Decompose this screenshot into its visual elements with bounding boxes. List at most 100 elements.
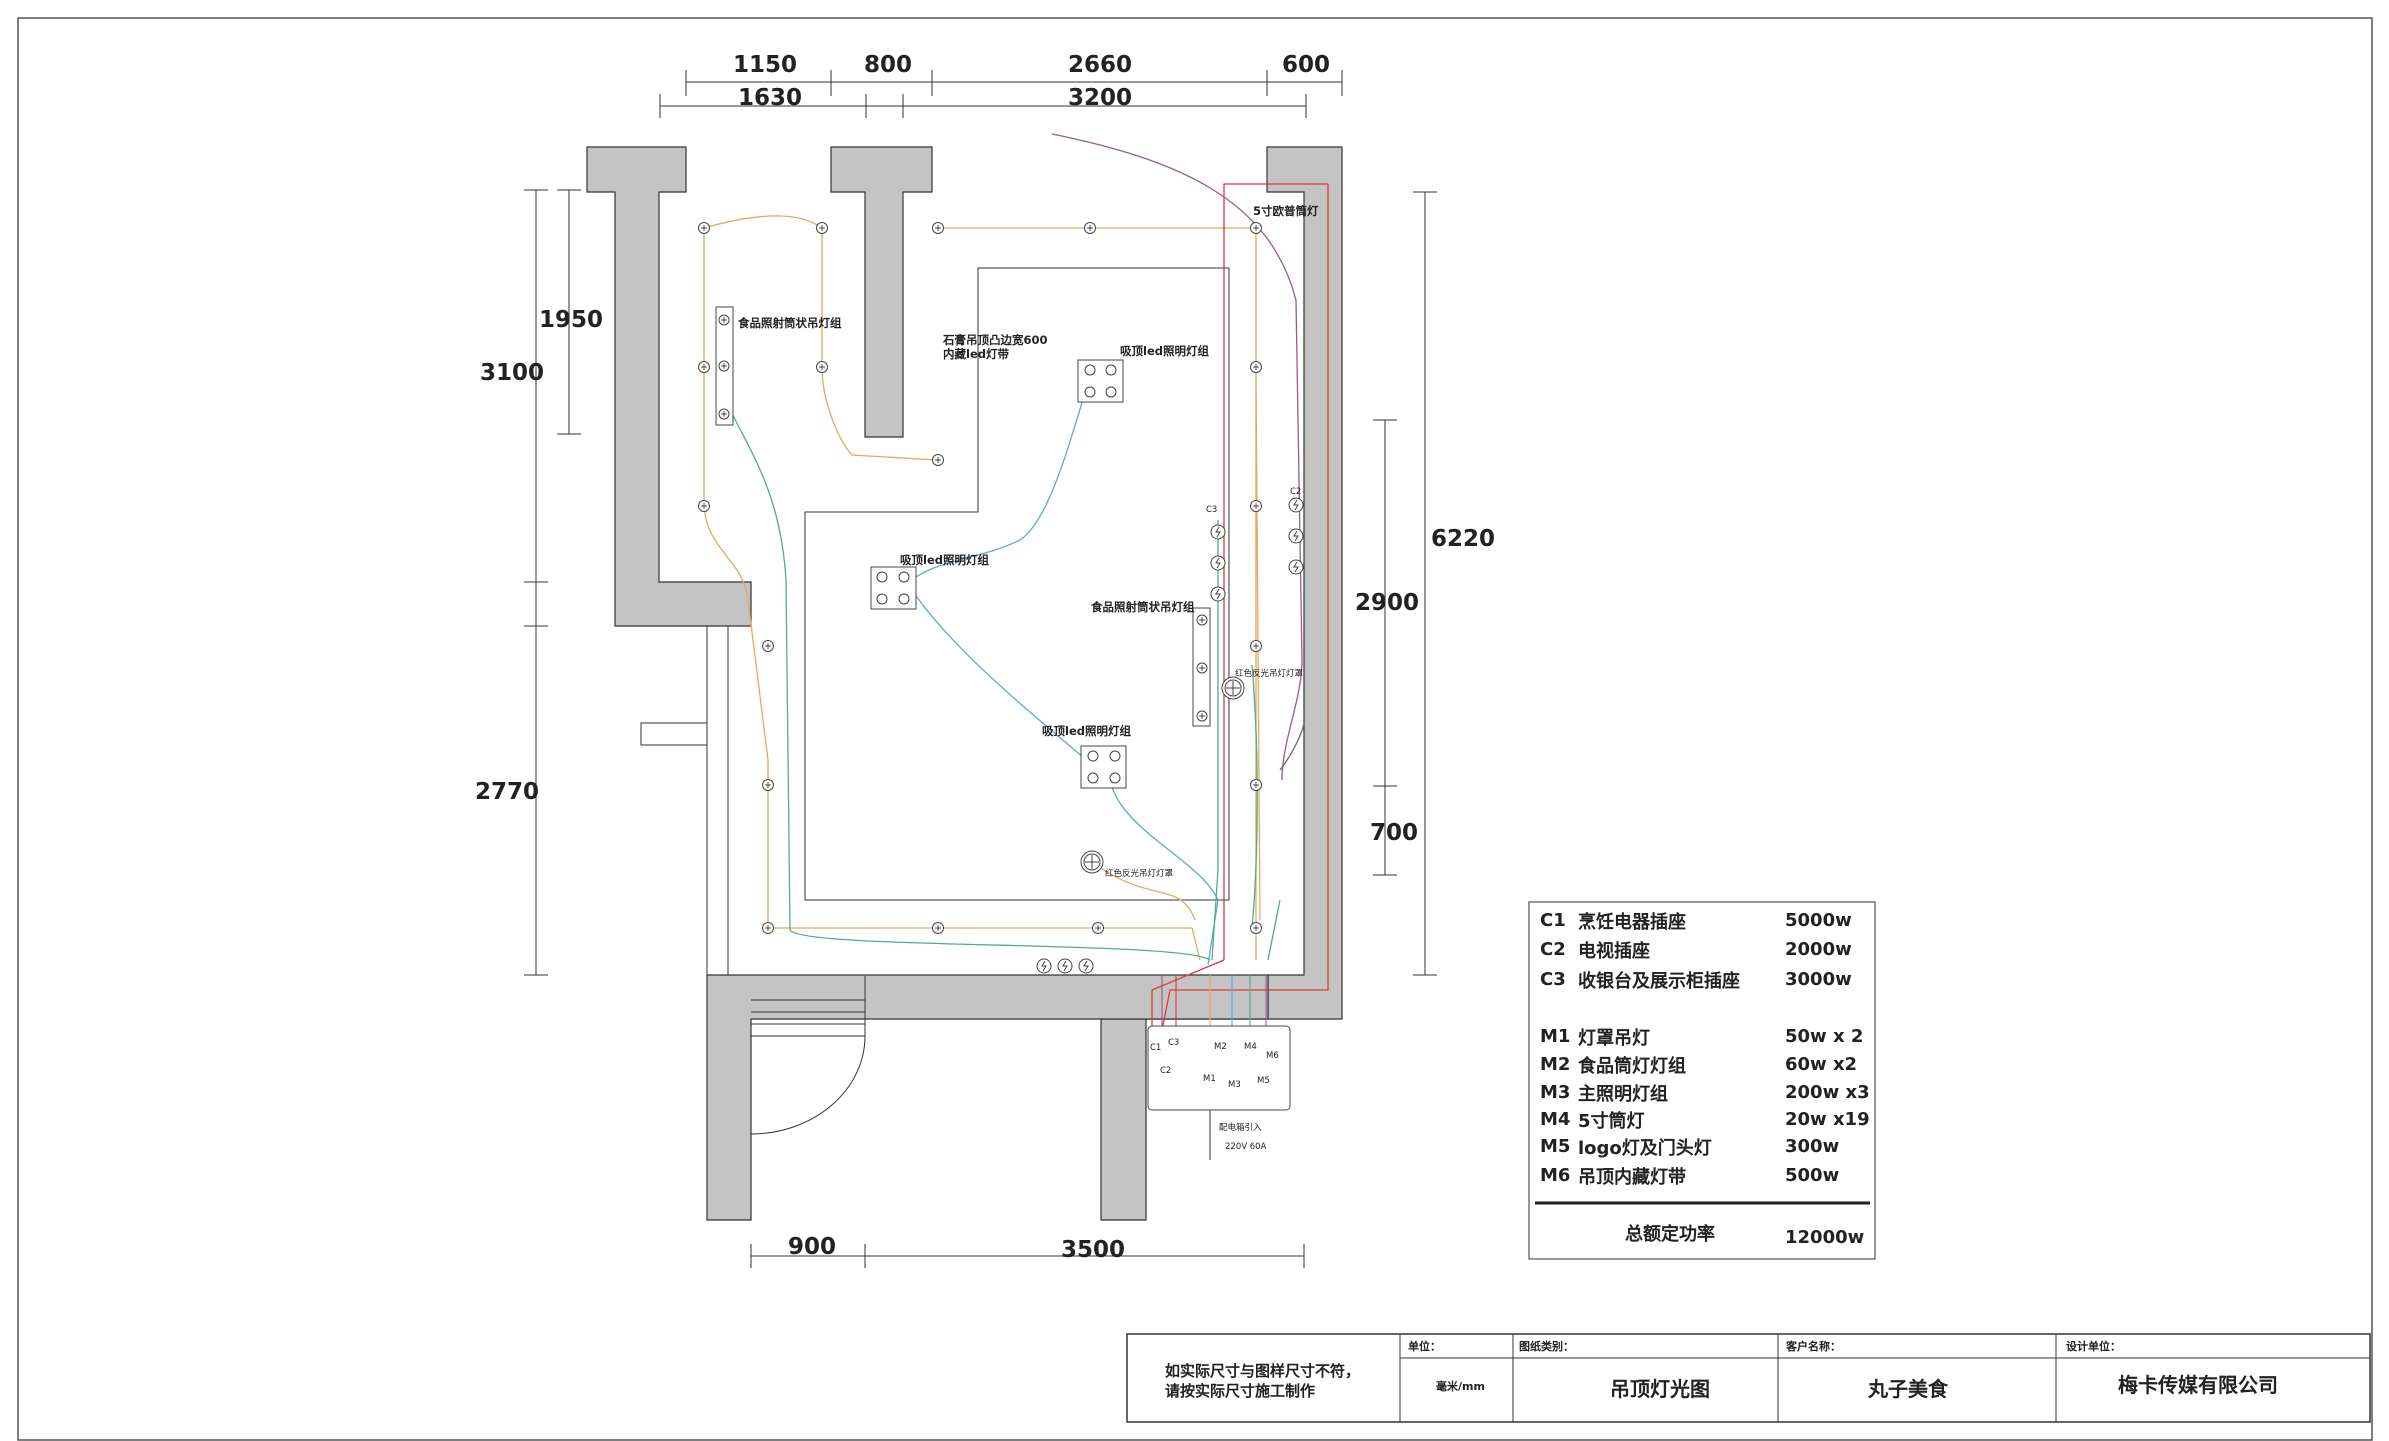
tb-designer-value: 梅卡传媒有限公司 bbox=[2118, 1373, 2278, 1397]
legend-name-m5: logo灯及门头灯 bbox=[1578, 1137, 1712, 1159]
legend-power-m4: 20w x19 bbox=[1785, 1109, 1870, 1130]
downlight bbox=[1250, 779, 1262, 791]
dim-left-3100: 3100 bbox=[480, 360, 544, 386]
label-power-spec: 220V 60A bbox=[1225, 1142, 1267, 1152]
wire-red-1 bbox=[1151, 183, 1329, 1042]
dim-right-6220: 6220 bbox=[1431, 526, 1495, 552]
wire-blue-1 bbox=[907, 379, 1219, 966]
label-ceiling-led-2: 吸顶led照明灯组 bbox=[900, 553, 989, 567]
page-border bbox=[17, 17, 2373, 1441]
legend-power-m3: 200w x3 bbox=[1785, 1082, 1870, 1103]
downlight bbox=[698, 222, 710, 234]
label-c2-tag: C2 bbox=[1290, 487, 1301, 497]
tb-note-line2: 请按实际尺寸施工制作 bbox=[1165, 1382, 1315, 1400]
wire-dark-1 bbox=[1279, 723, 1305, 771]
legend-code-m3: M3 bbox=[1540, 1082, 1570, 1103]
panel-label-m3: M3 bbox=[1228, 1080, 1241, 1090]
dim-bottom-3500: 3500 bbox=[1061, 1237, 1125, 1263]
label-food-group-2: 食品照射筒状吊灯组 bbox=[1091, 600, 1195, 614]
left-opening bbox=[640, 626, 729, 975]
legend-code-m1: M1 bbox=[1540, 1026, 1570, 1047]
ceiling-led-group-2 bbox=[870, 566, 917, 610]
gypsum-ceiling-outline bbox=[804, 267, 1230, 901]
label-red-pendant-1: 红色反光吊灯灯罩 bbox=[1235, 668, 1304, 679]
socket bbox=[1078, 958, 1094, 974]
panel-label-c3: C3 bbox=[1168, 1038, 1179, 1048]
legend-power-c3: 3000w bbox=[1785, 969, 1852, 990]
legend-code-m4: M4 bbox=[1540, 1109, 1570, 1130]
tb-client-header: 客户名称： bbox=[1785, 1339, 1841, 1353]
dim-top-800: 800 bbox=[864, 52, 912, 78]
panel-label-m4: M4 bbox=[1244, 1042, 1257, 1052]
legend-power-m2: 60w x2 bbox=[1785, 1054, 1857, 1075]
legend-name-m2: 食品筒灯灯组 bbox=[1577, 1055, 1686, 1077]
dim-left-2770: 2770 bbox=[475, 779, 539, 805]
panel-label-m5: M5 bbox=[1257, 1076, 1270, 1086]
dim-top-2660: 2660 bbox=[1068, 52, 1132, 78]
downlight bbox=[932, 222, 944, 234]
legend-power-m6: 500w bbox=[1785, 1165, 1839, 1186]
downlight bbox=[698, 361, 710, 373]
tb-client-value: 丸子美食 bbox=[1867, 1377, 1949, 1401]
legend-total-label: 总额定功率 bbox=[1625, 1223, 1715, 1245]
wire-purple-1 bbox=[1051, 133, 1303, 781]
dimension-lines bbox=[524, 70, 1437, 1268]
tb-category-header: 图纸类别： bbox=[1519, 1339, 1574, 1353]
legend-name-m6: 吊顶内藏灯带 bbox=[1578, 1166, 1686, 1188]
red-pendant-1 bbox=[1221, 676, 1245, 700]
socket bbox=[1036, 958, 1052, 974]
sockets bbox=[1036, 497, 1304, 974]
downlight bbox=[762, 779, 774, 791]
legend-power-c2: 2000w bbox=[1785, 939, 1852, 960]
downlight bbox=[816, 222, 828, 234]
socket bbox=[1288, 528, 1304, 544]
label-gypsum-2: 内藏led灯带 bbox=[943, 347, 1009, 361]
downlight bbox=[1250, 361, 1262, 373]
legend-power-m1: 50w x 2 bbox=[1785, 1026, 1863, 1047]
legend-code-m2: M2 bbox=[1540, 1054, 1570, 1075]
label-spot-top: 5寸欧普筒灯 bbox=[1253, 204, 1319, 218]
legend-name-c2: 电视插座 bbox=[1578, 940, 1650, 962]
dim-top-1150: 1150 bbox=[733, 52, 797, 78]
tb-unit-value: 毫米/mm bbox=[1436, 1379, 1485, 1393]
panel-label-m2: M2 bbox=[1214, 1042, 1227, 1052]
panel-label-m1: M1 bbox=[1203, 1074, 1216, 1084]
downlight bbox=[1250, 222, 1262, 234]
label-ceiling-led-3: 吸顶led照明灯组 bbox=[1042, 724, 1131, 738]
downlight bbox=[1084, 222, 1096, 234]
dim-bottom-900: 900 bbox=[788, 1234, 836, 1260]
legend-code-m6: M6 bbox=[1540, 1165, 1570, 1186]
dim-right-700: 700 bbox=[1370, 820, 1418, 846]
legend-code-c2: C2 bbox=[1540, 939, 1566, 960]
dim-right-2900: 2900 bbox=[1355, 590, 1419, 616]
legend-code-c1: C1 bbox=[1540, 910, 1566, 931]
label-red-pendant-2: 红色反光吊灯灯罩 bbox=[1105, 868, 1174, 879]
downlight bbox=[932, 922, 944, 934]
tb-unit-header: 单位： bbox=[1408, 1339, 1441, 1353]
downlight bbox=[1250, 922, 1262, 934]
panel-label-c1: C1 bbox=[1150, 1043, 1161, 1053]
legend-name-c3: 收银台及展示柜插座 bbox=[1578, 970, 1740, 992]
downlights bbox=[698, 222, 1262, 934]
wire-green-2 bbox=[1211, 520, 1281, 961]
wiring bbox=[703, 133, 1329, 1042]
downlight bbox=[698, 500, 710, 512]
downlight bbox=[816, 361, 828, 373]
dim-top-600: 600 bbox=[1282, 52, 1330, 78]
socket bbox=[1210, 524, 1226, 540]
dimension-labels: 1150 800 2660 600 1630 3200 1950 3100 27… bbox=[475, 52, 1495, 1263]
legend-code-m5: M5 bbox=[1540, 1136, 1570, 1157]
label-ceiling-led-1: 吸顶led照明灯组 bbox=[1120, 344, 1209, 358]
label-gypsum-1: 石膏吊顶凸边宽600 bbox=[942, 333, 1048, 347]
label-power-in: 配电箱引入 bbox=[1219, 1122, 1262, 1133]
tb-note-line1: 如实际尺寸与图样尺寸不符， bbox=[1165, 1362, 1360, 1380]
wall-left-upper bbox=[586, 146, 752, 627]
socket bbox=[1288, 497, 1304, 513]
socket bbox=[1210, 586, 1226, 602]
legend-code-c3: C3 bbox=[1540, 969, 1566, 990]
entrance-door bbox=[750, 976, 866, 1135]
legend-power-c1: 5000w bbox=[1785, 910, 1852, 931]
